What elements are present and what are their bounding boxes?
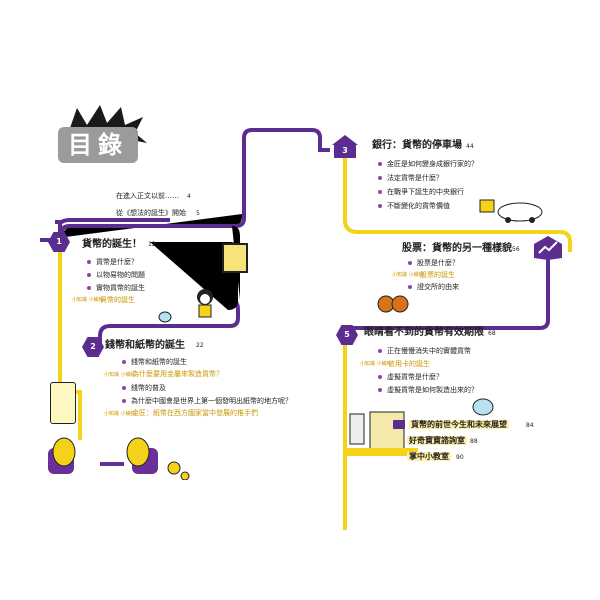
bank-roof-icon xyxy=(332,132,358,145)
chapter-5-badge: 5 xyxy=(336,325,358,345)
list-item: 實物貨幣的誕生 xyxy=(87,284,145,293)
chart-up-icon xyxy=(534,236,562,260)
page-title: 目錄 xyxy=(58,127,138,163)
girl-illustration xyxy=(190,287,220,321)
note-tag: 小知識 小補帖 xyxy=(104,411,136,417)
phone-characters-illustration xyxy=(340,400,420,460)
snail-illustration xyxy=(376,294,410,314)
chapter-1-title: 貨幣的誕生！ xyxy=(82,239,142,250)
list-item: 在戰爭下誕生的中央銀行 xyxy=(378,188,464,197)
extra-item: 貨幣的前世今生和未來展望 xyxy=(409,420,509,429)
chapter-2-title: 錢幣和紙幣的誕生 xyxy=(105,340,185,351)
laptop-icon xyxy=(393,420,405,429)
chapter-5-title: 眼睛看不到的貨幣有效期限 xyxy=(364,327,484,338)
chapter-3-page: 44 xyxy=(466,143,474,150)
intro-page: 5 xyxy=(196,210,200,217)
chapter-5-page: 68 xyxy=(488,330,496,337)
note-item: 金匠：紙幣在西方國家當中發展的推手們 xyxy=(132,409,258,417)
extra-item: 好奇寶寶諮詢室 xyxy=(407,436,467,445)
list-item: 錢幣的普及 xyxy=(122,384,166,393)
car-illustration xyxy=(478,196,548,224)
note-tag: 小知識 小補帖 xyxy=(104,372,136,378)
chapter-1-page: 12 xyxy=(148,241,156,248)
list-item: 證交所的由來 xyxy=(408,283,459,292)
extra-page: 84 xyxy=(526,422,534,429)
note-item: 為什麼要用金屬來製造貨幣？ xyxy=(132,370,223,378)
chapter-4-title: 股票：貨幣的另一種樣貌 xyxy=(402,243,512,254)
bird-illustration xyxy=(470,398,496,416)
extra-page: 88 xyxy=(470,438,478,445)
atm-illustration xyxy=(222,243,248,273)
list-item: 正在慢慢消失中的實體貨幣 xyxy=(378,347,471,356)
note-item: 信用卡的誕生 xyxy=(388,360,430,368)
scroll-illustration xyxy=(50,382,76,424)
chapter-3-title: 銀行：貨幣的停車場 xyxy=(372,140,462,151)
intro-page: 4 xyxy=(187,193,191,200)
list-item: 虛擬貨幣是如何製造出來的？ xyxy=(378,386,478,395)
coin-illustration xyxy=(158,308,172,323)
note-tag: 小知識 小補帖 xyxy=(360,361,392,367)
note-tag: 小知識 小補帖 xyxy=(392,272,424,278)
list-item: 金匠是如何變身成銀行家的？ xyxy=(378,160,478,169)
list-item: 貨幣是什麼？ xyxy=(87,258,138,267)
intro-item: 從《想法的誕生》開始 xyxy=(116,209,186,217)
chapter-1-badge: 1 xyxy=(48,232,70,252)
coin-characters-illustration xyxy=(40,430,190,481)
extra-page: 90 xyxy=(456,454,464,461)
list-item: 虛擬貨幣是什麼？ xyxy=(378,373,443,382)
list-item: 股票是什麼？ xyxy=(408,259,459,268)
chapter-2-page: 22 xyxy=(196,342,204,349)
list-item: 錢幣和紙幣的誕生 xyxy=(122,358,187,367)
list-item: 為什麼中國會是世界上第一個發明出紙幣的地方呢？ xyxy=(122,397,292,406)
chapter-3-badge: 3 xyxy=(334,144,356,158)
chapter-2-badge: 2 xyxy=(82,337,104,357)
list-item: 以物易物的問題 xyxy=(87,271,145,280)
extra-item: 掌中小教室 xyxy=(407,452,451,461)
note-item: 股票的誕生 xyxy=(420,271,455,279)
chapter-4-page: 56 xyxy=(512,246,520,253)
list-item: 法定貨幣是什麼？ xyxy=(378,174,443,183)
note-item: 貝幣的誕生 xyxy=(100,296,135,304)
intro-item: 在進入正文以前…… xyxy=(116,192,179,200)
list-item: 不斷變化的貨幣價值 xyxy=(378,202,450,211)
note-tag: 小知識 小補帖 xyxy=(72,297,104,303)
